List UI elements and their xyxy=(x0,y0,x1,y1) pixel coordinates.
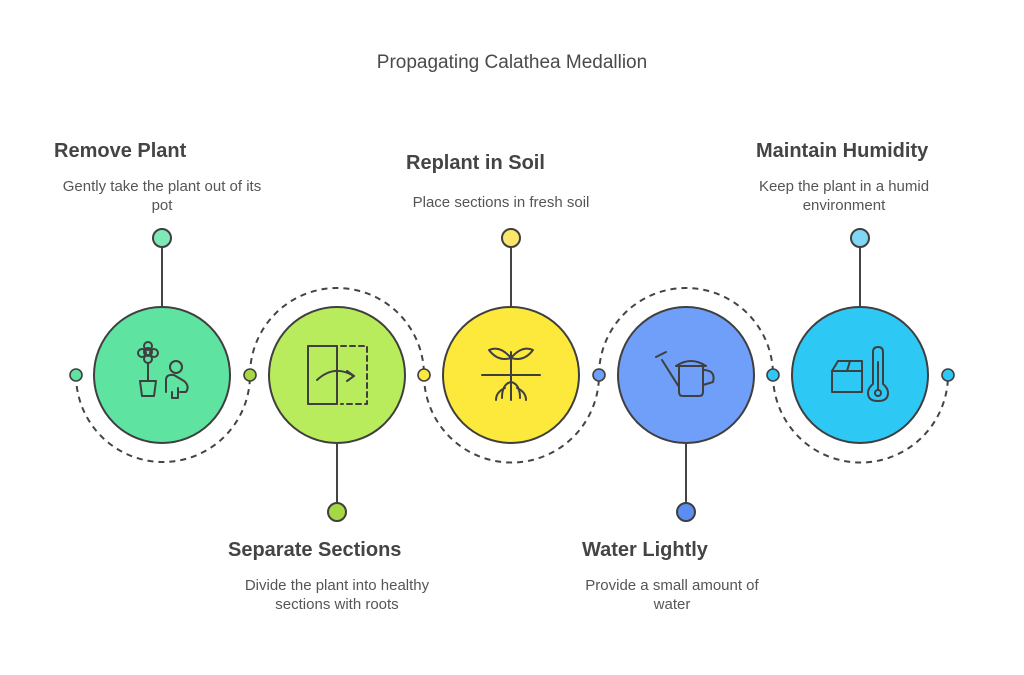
step-circle-1 xyxy=(93,306,231,444)
step-description-remove-plant: Gently take the plant out of its pot xyxy=(62,178,262,214)
sprout-roots-icon xyxy=(481,347,541,401)
dashed-connector-3 xyxy=(423,374,600,464)
step-circle-5 xyxy=(791,306,929,444)
stem-dot-5 xyxy=(850,228,870,248)
watering-can-icon xyxy=(655,351,715,397)
step-description-maintain-humidity: Keep the plant in a humid environment xyxy=(758,178,930,214)
stem-dot-4 xyxy=(676,502,696,522)
stem-dot-2 xyxy=(327,502,347,522)
step-description-separate-sections: Divide the plant into healthy sections w… xyxy=(244,577,430,613)
junction-dot-1 xyxy=(69,368,83,382)
step-heading-remove-plant: Remove Plant xyxy=(54,140,187,162)
dashed-connector-5 xyxy=(772,374,949,464)
stem-dot-3 xyxy=(501,228,521,248)
stem-dot-1 xyxy=(152,228,172,248)
step-heading-water-lightly: Water Lightly xyxy=(582,539,708,561)
step-description-replant-in-soil: Place sections in fresh soil xyxy=(412,194,590,211)
diagram-title: Propagating Calathea Medallion xyxy=(376,52,648,73)
junction-dot-4 xyxy=(592,368,606,382)
junction-dot-5 xyxy=(766,368,780,382)
junction-dot-6 xyxy=(941,368,955,382)
junction-dot-3 xyxy=(417,368,431,382)
box-thermometer-icon xyxy=(831,346,889,402)
plant-and-person-icon xyxy=(137,341,189,399)
dashed-connector-2 xyxy=(249,287,425,376)
step-description-water-lightly: Provide a small amount of water xyxy=(585,577,759,613)
step-heading-maintain-humidity: Maintain Humidity xyxy=(756,140,929,162)
step-circle-4 xyxy=(617,306,755,444)
step-heading-separate-sections: Separate Sections xyxy=(228,539,402,561)
junction-dot-2 xyxy=(243,368,257,382)
dashed-connector-1 xyxy=(75,374,251,463)
dashed-connector-4 xyxy=(598,287,774,376)
step-heading-replant-in-soil: Replant in Soil xyxy=(406,152,545,174)
divide-sections-icon xyxy=(307,345,368,405)
